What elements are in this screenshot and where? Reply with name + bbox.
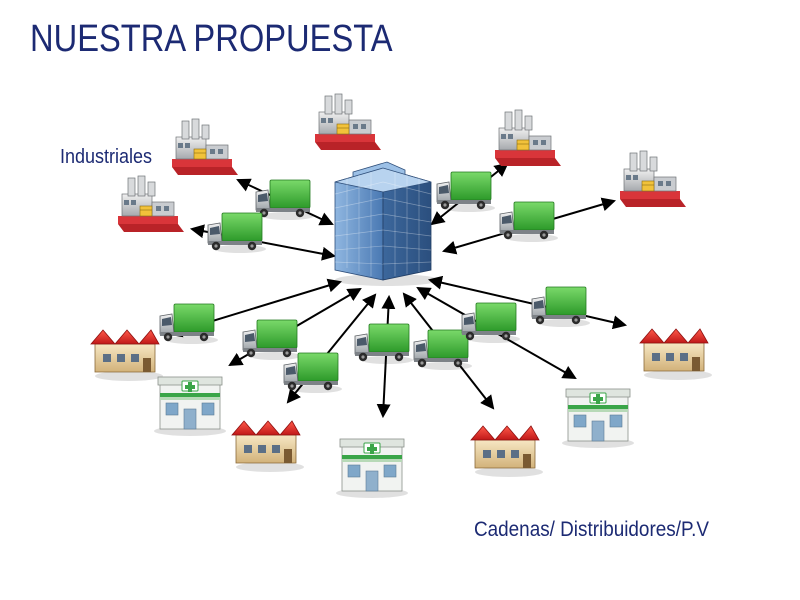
delivery-truck-icon [255, 179, 315, 221]
factory-icon [314, 93, 382, 151]
pharmacy-store-icon [153, 376, 227, 437]
warehouse-icon [639, 328, 713, 381]
warehouse-icon [231, 420, 305, 473]
factory-icon [117, 175, 185, 233]
factory-icon [619, 150, 687, 208]
delivery-truck-icon [242, 319, 302, 361]
delivery-truck-icon [531, 286, 591, 328]
arrow-hub-warehouse-4 [427, 275, 628, 330]
factory-icon [171, 118, 239, 176]
delivery-truck-icon [461, 302, 521, 344]
delivery-truck-icon [159, 303, 219, 345]
warehouse-icon [90, 329, 164, 382]
delivery-truck-icon [207, 212, 267, 254]
label-industriales: Industriales [60, 146, 153, 168]
pharmacy-store-icon [561, 388, 635, 449]
page-title: NUESTRA PROPUESTA [30, 18, 393, 60]
delivery-truck-icon [499, 201, 559, 243]
delivery-truck-icon [436, 171, 496, 213]
delivery-truck-icon [283, 352, 343, 394]
delivery-truck-icon [354, 323, 414, 365]
label-cadenas: Cadenas/ Distribuidores/P.V [474, 518, 709, 541]
pharmacy-store-icon [335, 438, 409, 499]
delivery-truck-icon [413, 329, 473, 371]
office-building-icon [334, 161, 439, 286]
warehouse-icon [470, 425, 544, 478]
factory-icon [494, 109, 562, 167]
